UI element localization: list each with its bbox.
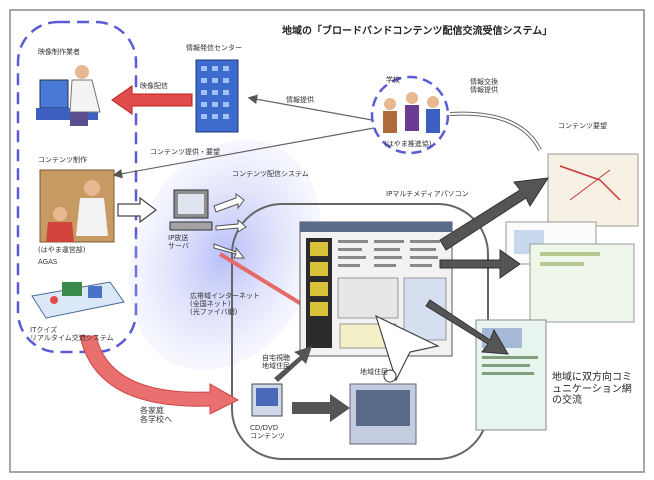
people-icons [383,92,440,133]
label-user: 地域住民 [360,368,388,376]
edge-people-to-building [247,94,373,121]
pc-icon [169,189,213,231]
edge-label-5: コンテンツ要望 [558,122,607,130]
bottom-terminal [251,383,283,417]
label-broadcast-sys: コンテンツ配信システム [232,170,309,178]
label-desk: ITクイズ リアルタイム交流システム [30,326,114,343]
edge-label-2: 情報提供 [286,96,314,104]
edge-people-to-contents [112,127,375,179]
desk-diagram [31,281,125,319]
cursor-arrow [375,314,440,382]
arrow-terminal-to-video [292,394,350,422]
left-group-dashed [16,20,138,354]
red-arrow-top [111,85,193,115]
edge-label-4: 情報交換 情報提供 [470,78,498,95]
edge-label-3: コンテンツ提供・要望 [150,148,220,156]
white-arrow [117,196,157,224]
label-production: 映像制作業者 [38,48,80,56]
label-cd: CD/DVD コンテンツ [250,424,285,441]
diagram-title: 地域の「ブロードバンドコンテンツ配信交流受信システム」 [282,26,553,37]
label-contents-creation: コンテンツ制作 [38,156,87,164]
operator-figure [36,65,101,126]
callout-text: 地域に双方向コミュニケーション網の交流 [552,372,632,406]
multi-window-screen [299,221,453,357]
dark-arrows [425,177,549,355]
label-center: 情報発信センター [186,44,242,52]
people-group-dashed [370,75,450,155]
label-school: 学校 [386,76,400,84]
big-pink-arrow [79,335,240,415]
label-server: IP放送 サーバ [168,234,189,251]
label-pc: IPマルチメディアパソコン [386,190,469,198]
contents-photo [39,169,115,243]
right-screens [475,153,639,431]
label-school-member: (はやま推進協) [384,140,432,148]
label-internet: 広帯域インターネット (全国ネット) (光ファイバ網) [190,292,260,317]
label-ag: AGAS [38,258,58,266]
label-local: 自宅視聴 地域住民 [262,354,290,371]
edge-label-1: 映像配信 [140,82,168,90]
arrow-terminal-to-screen [274,346,312,382]
edge-label-6: 各家庭 各学校へ [140,406,172,425]
building-icon [195,59,239,133]
label-content-member: (はやま運営部) [38,246,86,254]
